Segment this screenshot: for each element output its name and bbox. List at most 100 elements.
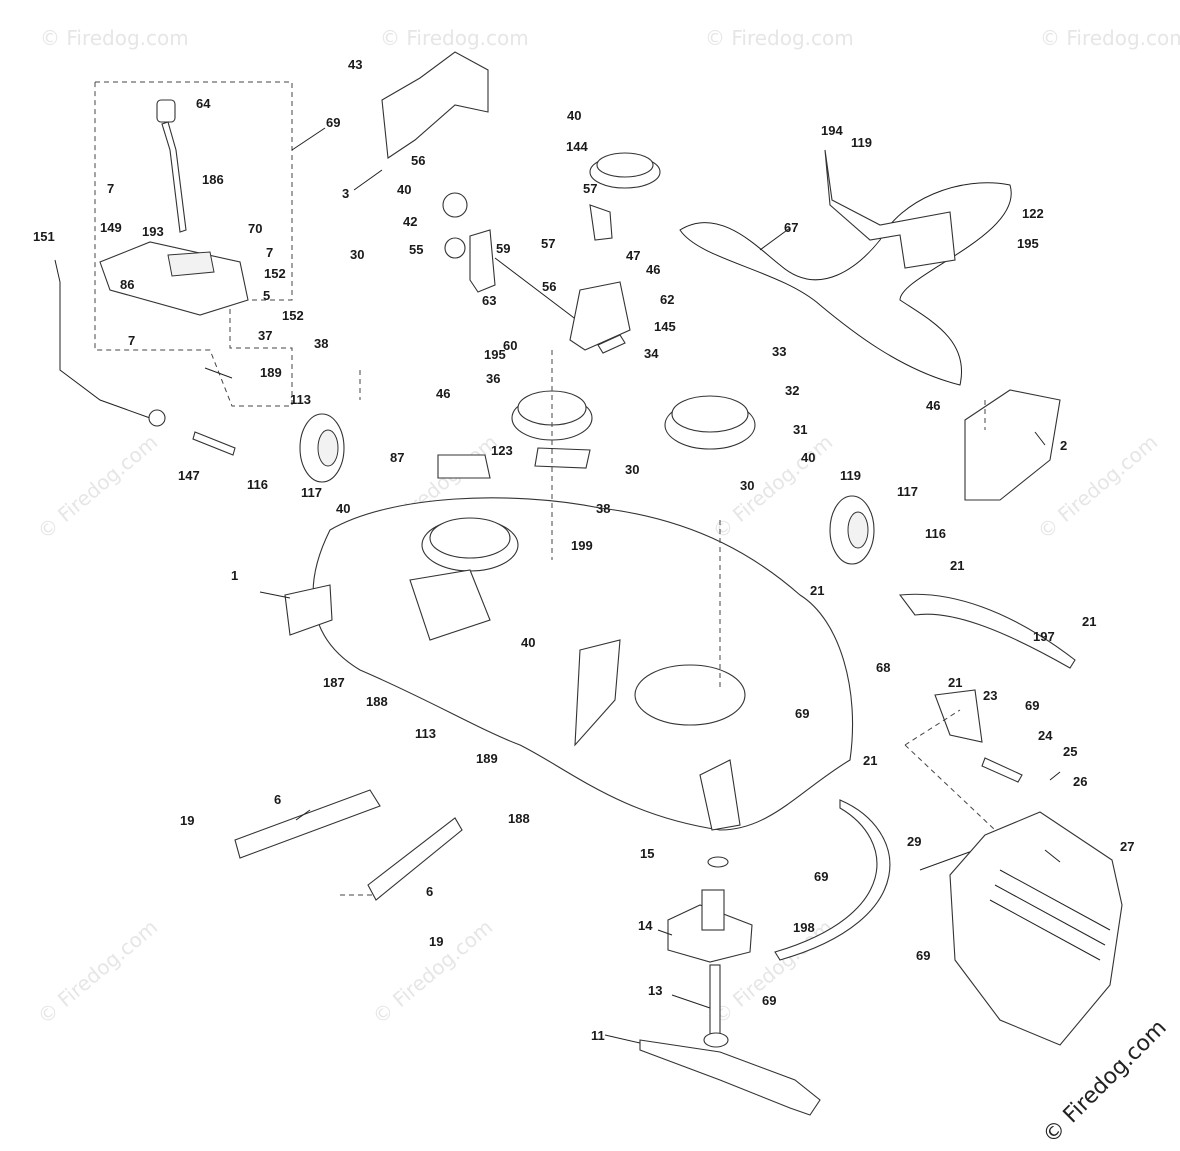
callout-116: 116 bbox=[925, 526, 946, 541]
callout-56: 55 bbox=[409, 242, 423, 257]
callout-43: 42 bbox=[403, 214, 417, 229]
callout-27: 27 bbox=[1120, 839, 1134, 854]
discharge-chute bbox=[949, 811, 1123, 1046]
callout-147: 145 bbox=[654, 319, 676, 334]
callout-152: 152 bbox=[282, 308, 304, 323]
callout-69: 68 bbox=[876, 660, 890, 675]
callout-37: 37 bbox=[258, 328, 272, 343]
belt-keeper-123 bbox=[824, 149, 956, 269]
callout-189: 189 bbox=[476, 751, 498, 766]
callout-5: 5 bbox=[263, 288, 270, 303]
callout-36: 36 bbox=[486, 371, 500, 386]
deck-pulley-top bbox=[429, 517, 511, 559]
spindle-shaft-top bbox=[701, 889, 725, 931]
callout-7: 7 bbox=[266, 245, 273, 260]
callout-25: 25 bbox=[1063, 744, 1077, 759]
callout-119: 117 bbox=[301, 485, 322, 500]
callout-113: 113 bbox=[415, 726, 436, 741]
belt-shield-right bbox=[964, 389, 1061, 501]
callout-21: 21 bbox=[810, 583, 824, 598]
deck-bracket-left bbox=[409, 569, 491, 641]
gauge-wheel-right-hub bbox=[847, 511, 869, 549]
washer-42 bbox=[442, 192, 468, 218]
callout-1: 1 bbox=[231, 568, 238, 583]
callout-7: 7 bbox=[107, 181, 114, 196]
callout-69: 69 bbox=[1025, 698, 1039, 713]
idler-arm-60 bbox=[469, 229, 496, 293]
callout-59: 57 bbox=[583, 181, 597, 196]
callout-11: 11 bbox=[591, 1028, 605, 1043]
callout-38: 38 bbox=[314, 336, 328, 351]
deck-hanger-upper bbox=[234, 789, 381, 859]
callout-198: 197 bbox=[1033, 629, 1055, 644]
callout-7: 7 bbox=[128, 333, 135, 348]
deck-mount-1 bbox=[284, 584, 333, 636]
callout-151: 149 bbox=[100, 220, 122, 235]
callout-193: 189 bbox=[260, 365, 282, 380]
baffle-198 bbox=[898, 593, 1076, 669]
callout-195: 195 bbox=[1017, 236, 1039, 251]
leader-lines bbox=[259, 127, 1061, 1044]
callout-42: 40 bbox=[397, 182, 411, 197]
callout-195: 194 bbox=[821, 123, 843, 138]
callout-152: 151 bbox=[33, 229, 55, 244]
idler-pulley-145-top bbox=[596, 152, 654, 178]
watermark: © Firedog.com bbox=[1040, 26, 1180, 50]
callout-68: 67 bbox=[784, 220, 798, 235]
callout-187: 186 bbox=[202, 172, 224, 187]
callout-40: 40 bbox=[521, 635, 535, 650]
belt-shield-left bbox=[381, 51, 489, 159]
spindle-shaft-13 bbox=[709, 964, 721, 1036]
callout-21: 21 bbox=[1082, 614, 1096, 629]
callout-117: 116 bbox=[247, 477, 268, 492]
callout-188: 187 bbox=[323, 675, 345, 690]
callout-189: 188 bbox=[366, 694, 388, 709]
callout-86: 70 bbox=[248, 221, 262, 236]
callout-21: 21 bbox=[950, 558, 964, 573]
spring-56 bbox=[444, 237, 466, 259]
callout-23: 23 bbox=[983, 688, 997, 703]
callout-6: 6 bbox=[426, 884, 433, 899]
callout-14: 14 bbox=[638, 918, 653, 933]
callout-30: 30 bbox=[740, 478, 754, 493]
watermark: © Firedog.com bbox=[40, 26, 189, 50]
callout-119: 119 bbox=[840, 468, 861, 483]
callout-186: 152 bbox=[264, 266, 286, 281]
callout-69: 69 bbox=[814, 869, 828, 884]
rod-29 bbox=[919, 849, 976, 871]
callout-122: 119 bbox=[851, 135, 872, 150]
callout-144: 123 bbox=[491, 443, 513, 458]
washer-15 bbox=[707, 856, 729, 868]
lever-assembly-box bbox=[94, 81, 293, 407]
callout-69: 69 bbox=[762, 993, 776, 1008]
watermark: © Firedog.com bbox=[33, 430, 162, 544]
watermark: © Firedog.com bbox=[368, 915, 497, 1029]
spring-149 bbox=[192, 431, 236, 456]
callout-117: 117 bbox=[897, 484, 918, 499]
baffle-199 bbox=[774, 799, 891, 961]
spring-193 bbox=[204, 367, 233, 379]
callout-87: 86 bbox=[120, 277, 134, 292]
pulley-32-top bbox=[671, 395, 749, 433]
spindle-housing bbox=[667, 904, 753, 963]
callout-113: 87 bbox=[390, 450, 404, 465]
mower-blade bbox=[639, 1039, 821, 1116]
callout-46: 43 bbox=[348, 57, 362, 72]
callout-38: 38 bbox=[596, 501, 610, 516]
spring-24 bbox=[981, 757, 1023, 783]
callout-32: 32 bbox=[785, 383, 799, 398]
lever-bracket bbox=[167, 251, 215, 277]
callouts: 1 2 3 5 6 6 7 7 7 11 13 14 15 19 19 21 2… bbox=[33, 57, 1134, 1043]
idler-arm-55 bbox=[569, 281, 631, 351]
callout-13: 13 bbox=[648, 983, 662, 998]
callout-24: 24 bbox=[1038, 728, 1053, 743]
callout-116: 113 bbox=[290, 392, 311, 407]
callout-57: 56 bbox=[411, 153, 425, 168]
callout-46: 46 bbox=[926, 398, 940, 413]
callout-40: 40 bbox=[801, 450, 815, 465]
watermark: © Firedog.com bbox=[380, 26, 529, 50]
callout-15: 15 bbox=[640, 846, 654, 861]
callout-31: 31 bbox=[793, 422, 807, 437]
